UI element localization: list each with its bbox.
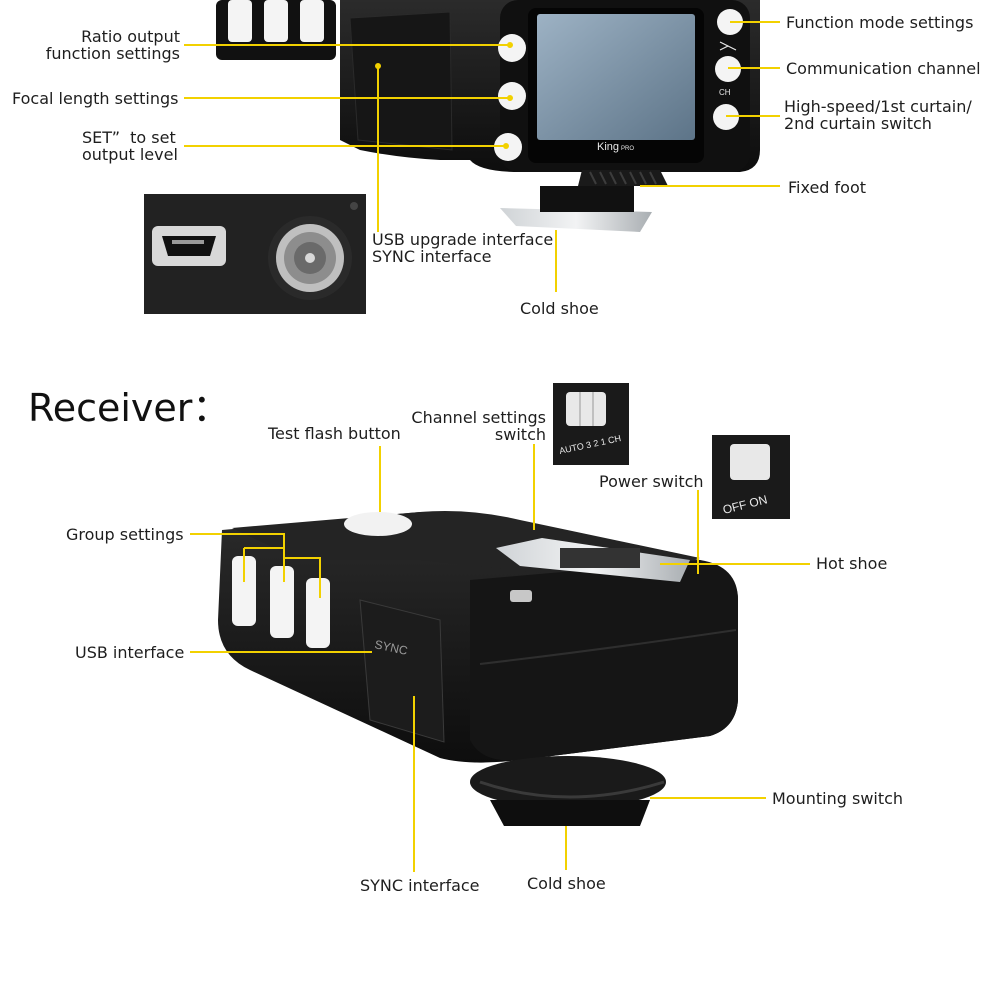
label-transmitter-cold-shoe: Cold shoe — [520, 299, 599, 318]
label-sync-interface: SYNC interface — [360, 876, 480, 895]
label-group-settings: Group settings — [66, 525, 184, 544]
receiver-cold-shoe — [490, 800, 650, 826]
arrows-marking-icon — [719, 41, 737, 51]
transmitter-side-cover — [349, 11, 453, 151]
group-switch-c[interactable] — [306, 578, 330, 648]
label-channel-switch: Channel settings switch — [411, 408, 546, 444]
channel-switch-inset: AUTO 3 2 1 CH — [553, 383, 629, 465]
label-usb-interface: USB interface — [75, 643, 185, 662]
transmitter-brand-suffix: PRO — [621, 146, 634, 152]
transmitter-lcd-screen — [537, 14, 695, 140]
transmitter-leader-lines — [184, 21, 780, 292]
ch-marking: CH — [719, 88, 731, 97]
receiver-front-face — [470, 560, 738, 761]
label-focal-length: Focal length settings — [12, 89, 179, 108]
receiver-leader-lines — [190, 444, 810, 872]
label-curtain-switch: High-speed/1st curtain/ 2nd curtain swit… — [784, 97, 972, 133]
receiver-heading: Receiver： — [28, 386, 231, 430]
label-set-output: SET” to set output level — [82, 128, 178, 164]
power-switch-inset: OFF ON — [712, 435, 790, 519]
group-switches — [232, 556, 330, 648]
ratio-output-button[interactable] — [498, 34, 526, 62]
label-power-switch: Power switch — [599, 472, 704, 491]
transmitter-device: King PRO CH — [216, 0, 760, 232]
group-switch-a[interactable] — [232, 556, 256, 626]
receiver-device: SYNC — [218, 511, 738, 826]
label-function-mode: Function mode settings — [786, 13, 974, 32]
test-flash-button[interactable] — [344, 512, 412, 536]
label-hot-shoe: Hot shoe — [816, 554, 888, 573]
mounting-switch-wheel[interactable] — [470, 756, 666, 808]
label-mounting-switch: Mounting switch — [772, 789, 904, 808]
usb-sync-inset — [144, 194, 366, 314]
transmitter-group-buttons — [216, 0, 336, 60]
label-ratio-output: Ratio output function settings — [45, 27, 180, 63]
transmitter-brand-text: King — [597, 141, 619, 153]
label-usb-sync: USB upgrade interface SYNC interface — [372, 230, 554, 266]
group-switch-b[interactable] — [270, 566, 294, 638]
label-communication-channel: Communication channel — [786, 59, 981, 78]
label-fixed-foot: Fixed foot — [788, 178, 867, 197]
label-test-flash: Test flash button — [268, 424, 401, 443]
label-receiver-cold-shoe: Cold shoe — [527, 874, 606, 893]
receiver-sync-cover — [359, 599, 445, 743]
sync-marking: SYNC — [373, 637, 409, 658]
transmitter-cold-shoe — [500, 208, 652, 232]
